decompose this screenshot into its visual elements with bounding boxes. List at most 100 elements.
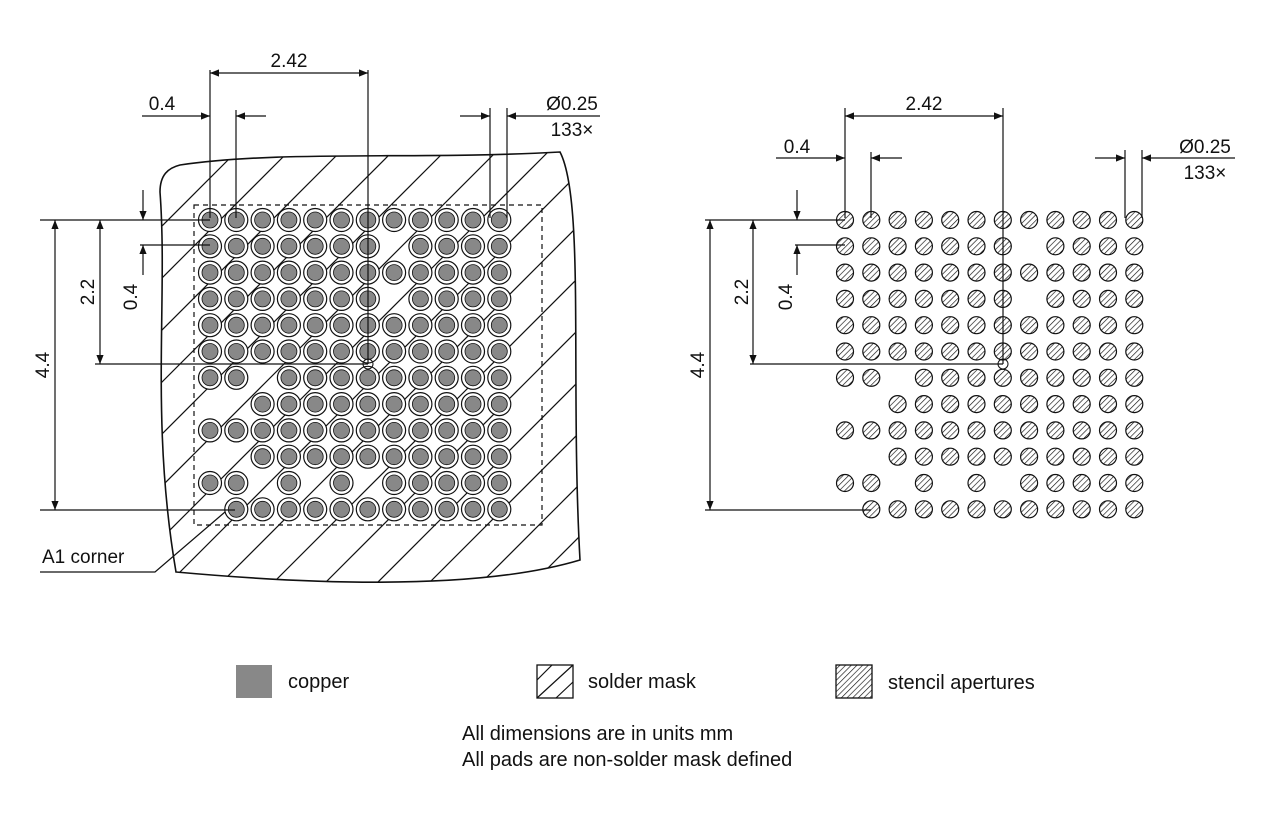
copper-pad [460,286,486,311]
stencil-aperture [888,237,907,256]
stencil-aperture [862,421,881,440]
copper-pad [487,392,512,417]
stencil-aperture [967,342,986,361]
copper-pad [303,234,328,259]
copper-pad [197,365,223,390]
copper-pad [487,286,512,311]
copper-pad [460,497,486,522]
stencil-aperture [888,395,907,414]
stencil-aperture [967,368,986,387]
stencil-aperture [1019,395,1039,414]
stencil-aperture [1098,421,1118,440]
stencil-aperture [1046,447,1065,466]
copper-pad [487,313,512,338]
stencil-aperture [888,289,907,308]
stencil-aperture [1046,395,1065,414]
stencil-aperture [967,237,986,256]
stencil-aperture [1072,473,1091,493]
stencil-aperture [941,421,960,440]
stencil-aperture [888,316,907,335]
copper-pad [276,470,301,496]
stencil-aperture [1019,368,1039,387]
stencil-aperture [1072,289,1091,308]
copper-pad [276,234,301,259]
left-dim-count: 133× [551,120,594,141]
copper-pad [303,418,328,443]
stencil-aperture [862,368,881,387]
legend-swatch-solder-mask [536,664,574,699]
stencil-aperture [941,395,960,414]
copper-pad [224,365,249,390]
stencil-aperture [1098,395,1118,414]
copper-pad [434,392,459,417]
copper-pad [408,234,433,259]
stencil-aperture [941,342,960,361]
stencil-aperture [1072,316,1091,335]
stencil-aperture [862,473,881,493]
copper-pad [276,365,301,390]
solder-mask-hatch-line [0,120,112,600]
stencil-aperture [835,342,855,361]
copper-pad [487,207,512,233]
copper-pad [250,339,275,364]
stencil-aperture [967,263,986,282]
stencil-aperture [1019,500,1039,519]
stencil-aperture [1019,421,1039,440]
stencil-aperture [914,421,934,440]
copper-pad [224,286,249,311]
stencil-aperture [835,237,855,256]
stencil-aperture [967,395,986,414]
solder-mask-hatch-line [307,152,580,583]
copper-pad [329,234,354,259]
copper-pad [408,444,433,469]
copper-pad [224,497,249,522]
stencil-aperture [1125,500,1144,519]
stencil-aperture [1125,237,1144,256]
stencil-aperture-grid [835,210,1144,519]
copper-pad [382,339,407,364]
legend-swatch-stencil [835,664,873,699]
stencil-aperture [914,210,934,230]
stencil-aperture [1019,210,1039,230]
copper-pad [276,260,301,285]
solder-mask-hatch-line [160,152,165,583]
right-dim-diameter: Ø0.25 [1179,137,1231,158]
copper-pad [382,207,407,233]
stencil-aperture [967,210,986,230]
stencil-aperture [1072,395,1091,414]
copper-pad [460,392,486,417]
stencil-aperture [941,263,960,282]
stencil-aperture [1072,368,1091,387]
note-pads: All pads are non-solder mask defined [462,749,792,771]
right-view: 2.42 0.4 Ø0.25 133× 2.2 0.4 4.4 [688,94,1235,519]
stencil-aperture [967,500,986,519]
stencil-aperture [862,237,881,256]
solder-mask-region [0,120,581,600]
copper-pad [224,418,249,443]
stencil-aperture [862,342,881,361]
stencil-aperture [888,342,907,361]
stencil-aperture [1125,447,1144,466]
stencil-aperture [1046,473,1065,493]
stencil-aperture [941,289,960,308]
stencil-aperture [914,447,934,466]
stencil-aperture [835,263,855,282]
stencil-aperture [993,447,1012,466]
left-dim-height-half: 2.2 [78,279,99,305]
stencil-aperture [914,342,934,361]
right-dim-width-top: 2.42 [906,94,943,115]
copper-pad [276,497,301,522]
copper-pad [197,339,223,364]
copper-pad [303,260,328,285]
copper-pad [487,260,512,285]
copper-pad [197,286,223,311]
left-dim-diameter: Ø0.25 [546,94,598,115]
copper-pad [355,497,380,522]
copper-pad [355,418,380,443]
copper-pad [355,392,380,417]
stencil-aperture [1125,342,1144,361]
copper-pad [434,418,459,443]
copper-pad [303,313,328,338]
a1-corner-label: A1 corner [42,547,125,568]
stencil-aperture [835,289,855,308]
